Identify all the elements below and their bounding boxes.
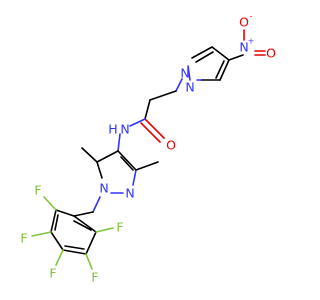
bond-n1-ch2 [175, 78, 183, 92]
atom-amide-o-label: O [166, 138, 176, 153]
ring3-bond-4-5 [62, 249, 87, 255]
ring3-bond-1-2 [55, 209, 75, 217]
bonds [31, 29, 266, 270]
atom-nitro-o-right-label: O [266, 46, 276, 61]
bond-amide-n-c4 [117, 133, 121, 152]
ring3-bond-2-3-inner [54, 214, 59, 231]
ring3-bond-2-3 [50, 209, 57, 233]
ring2-bond-c5-n1 [96, 161, 103, 179]
ring1-bond-n1-c5-inner [195, 51, 214, 63]
bond-ch2-ch2 [149, 90, 177, 101]
bond-n1-benzyl-ch2 [92, 196, 101, 213]
ring2-bond-c4-c3-inner [120, 156, 134, 171]
ring2-bond-c3-n2 [132, 169, 137, 186]
atom-f3-label: F [49, 266, 56, 281]
bond-c-f1 [43, 196, 57, 211]
bond-c-f2 [31, 231, 52, 237]
atom-nitro-n-label: N [239, 40, 248, 55]
atom-pz2-n1-label: N [99, 181, 108, 196]
atom-f2-label: F [20, 231, 27, 246]
bond-c-f3 [55, 249, 64, 266]
bond-carbonyl-o-b [140, 122, 161, 143]
atom-nitro-o-top: O - [239, 12, 252, 30]
atom-nitro-n-charge: + [248, 37, 255, 46]
atom-f5-label: F [116, 220, 123, 235]
atom-amide-h-label: H [108, 122, 117, 137]
bond-amide-n-c [129, 118, 146, 127]
bond-methyl-c3 [135, 161, 159, 171]
atom-amide-n-label: N [120, 122, 129, 137]
bond-c-f4 [85, 253, 93, 270]
bond-ch2-ring [73, 211, 94, 217]
atom-nitro-o-top-label: O [239, 15, 249, 30]
ring3-bond-3-4 [50, 231, 64, 251]
ring2-bond-c4-c3 [117, 150, 137, 171]
ring1-bond-n1-c5 [191, 46, 213, 59]
ring1-bond-c4-c3 [219, 59, 230, 81]
atom-f4-label: F [91, 270, 98, 285]
atom-pz2-n2-label: N [125, 186, 134, 201]
ring2-bond-c4-c5 [96, 150, 119, 163]
ring1-bond-c4-c3-inner [215, 60, 225, 79]
ring3-bond-4-5-inner [64, 245, 85, 250]
atom-labels: N + O - O N N N H O N N F F F F F [20, 12, 276, 285]
ring1-bond-c5-c4 [211, 46, 230, 61]
bond-c-f5 [95, 227, 114, 233]
ring3-bond-6-1-inner [73, 220, 92, 231]
bond-c4-nitro-n [228, 54, 244, 61]
molecule-structure: N + O - O N N N H O N N F F F F F [20, 12, 276, 285]
atom-pz1-n1-label: N [180, 66, 189, 81]
atom-f1-label: F [34, 183, 41, 198]
ring1-bond-n1-n2 [187, 65, 191, 81]
bond-carbonyl-o-a [144, 118, 165, 139]
bond-ch2-carbonyl [144, 99, 151, 120]
atom-nitro-n: N + [239, 37, 254, 55]
ring3-bond-6-1 [73, 215, 97, 233]
bond-methyl-c5 [81, 147, 98, 163]
atom-pz1-n2-label: N [185, 80, 194, 95]
ring3-bond-5-6 [85, 231, 97, 255]
atom-nitro-o-top-charge: - [250, 12, 253, 21]
